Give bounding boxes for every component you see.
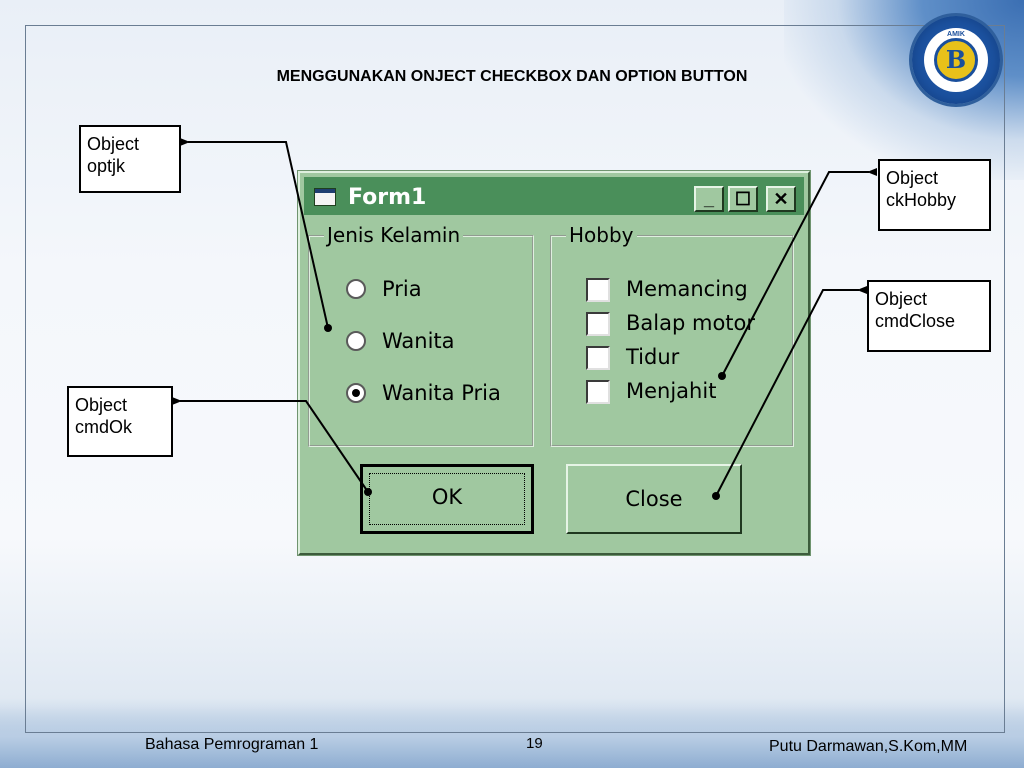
ok-focus-rect: [369, 473, 525, 525]
hobby-frame: Hobby Memancing Balap motor Tidur Menjah…: [550, 223, 794, 447]
check-tidur-label: Tidur: [626, 345, 680, 369]
option-wanita-label: Wanita: [382, 329, 455, 353]
ok-button-label: OK: [431, 485, 463, 509]
callout-optjk-line2: optjk: [87, 156, 126, 176]
connector-cmdok-dot: [364, 488, 372, 496]
ok-button[interactable]: OK: [360, 464, 534, 534]
callout-cmdclose-line2: cmdClose: [875, 311, 956, 331]
footer-course: Bahasa Pemrograman 1: [145, 736, 319, 753]
close-icon[interactable]: ✕: [766, 186, 796, 212]
callout-cmdclose-line1: Object: [875, 289, 928, 309]
logo-text: AMIK: [947, 31, 965, 38]
radio-pria[interactable]: [346, 279, 366, 299]
logo-mark: B: [934, 38, 978, 82]
callout-cmdclose: Object cmdClose: [867, 280, 991, 352]
radio-wanita[interactable]: [346, 331, 366, 351]
callout-optjk-line1: Object: [87, 134, 140, 154]
footer-page-number: 19: [526, 735, 543, 752]
close-button[interactable]: Close: [566, 464, 742, 534]
callout-optjk: Object optjk: [79, 125, 181, 193]
amik-logo: AMIK B: [912, 16, 1000, 104]
footer-author: Putu Darmawan,S.Kom,MM: [769, 738, 968, 755]
close-button-label: Close: [625, 487, 683, 511]
connector-ckhobby-dot: [718, 372, 726, 380]
checkbox-menjahit[interactable]: [586, 380, 610, 404]
callout-ckhobby: Object ckHobby: [878, 159, 991, 231]
jenis-kelamin-frame: Jenis Kelamin Pria Wanita Wanita Pria: [308, 223, 534, 447]
form1-titlebar[interactable]: Form1 _ ☐ ✕: [304, 177, 804, 215]
callout-cmdok-line2: cmdOk: [75, 417, 133, 437]
callout-cmdok: Object cmdOk: [67, 386, 173, 457]
connector-ckhobby: [721, 168, 877, 377]
connector-cmdclose-dot: [712, 492, 720, 500]
form-window-icon: [314, 188, 336, 206]
maximize-icon[interactable]: ☐: [728, 186, 758, 212]
logo-ring: AMIK B: [924, 28, 988, 92]
form1-title: Form1: [348, 185, 427, 210]
connector-cmdok: [172, 397, 369, 493]
checkbox-tidur[interactable]: [586, 346, 610, 370]
callout-ckhobby-line1: Object: [886, 168, 939, 188]
slide-title: MENGGUNAKAN ONJECT CHECKBOX DAN OPTION B…: [276, 68, 748, 85]
form1-window: Form1 _ ☐ ✕ Jenis Kelamin Pria Wanita Wa…: [298, 171, 810, 555]
option-wanita-pria-label: Wanita Pria: [382, 381, 501, 405]
footer-band: [0, 698, 1024, 768]
check-balap-motor-label: Balap motor: [626, 311, 756, 335]
callout-ckhobby-line2: ckHobby: [886, 190, 957, 210]
callout-cmdok-line1: Object: [75, 395, 128, 415]
check-menjahit-label: Menjahit: [626, 379, 717, 403]
checkbox-balap-motor[interactable]: [586, 312, 610, 336]
checkbox-memancing[interactable]: [586, 278, 610, 302]
slide-frame: [25, 25, 1005, 733]
hobby-legend: Hobby: [566, 223, 637, 247]
connector-optjk-dot: [324, 324, 332, 332]
radio-wanita-pria[interactable]: [346, 383, 366, 403]
connector-optjk: [180, 138, 329, 329]
jenis-kelamin-legend: Jenis Kelamin: [324, 223, 464, 247]
connector-cmdclose: [715, 286, 867, 497]
option-pria-label: Pria: [382, 277, 422, 301]
minimize-icon[interactable]: _: [694, 186, 724, 212]
check-memancing-label: Memancing: [626, 277, 748, 301]
